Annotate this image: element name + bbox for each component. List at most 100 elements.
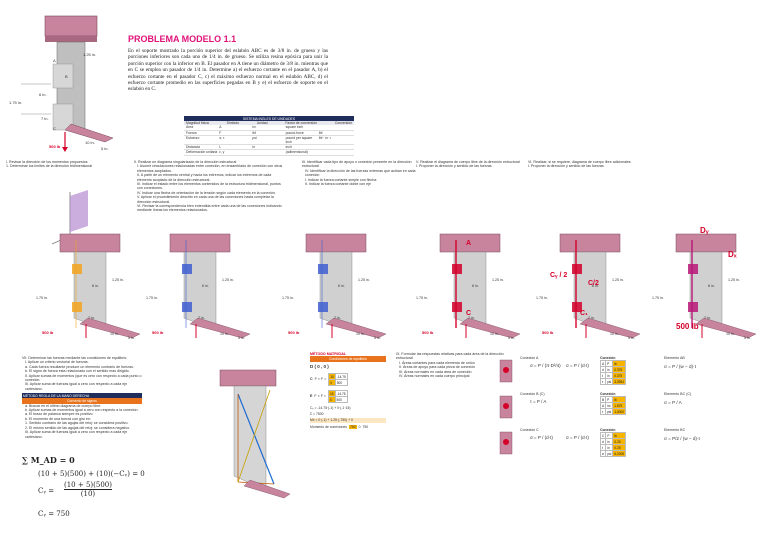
step-2: II. Realizar un diagrama singularizado d… xyxy=(134,160,283,213)
units-cell: Distancia xyxy=(186,145,200,150)
block-label: Conexión A xyxy=(520,356,539,360)
units-cell: lbf xyxy=(252,130,256,135)
units-cell: pound-force xyxy=(285,130,304,135)
dim-5: 5 in. xyxy=(101,146,109,151)
method-header: MÉTODO REGLA DE LA MANO DERECHA xyxy=(22,393,142,399)
step-line: II. Aplicar sumas de momentos (que es ce… xyxy=(25,373,142,383)
step-1: I. Revisar la dirección de los momentos … xyxy=(6,160,93,169)
frame-dim-label: 1.75 in. xyxy=(652,296,664,300)
frame-dim-label: 10 in. xyxy=(220,332,229,336)
matrix-title: MÉTODO MATRICIAL xyxy=(310,352,347,356)
dim-1-25: 1.25 in. xyxy=(83,52,97,57)
block-label: Conexión B (C) xyxy=(520,392,545,396)
frame-dim-label: 1.25 in. xyxy=(222,278,234,282)
units-cell xyxy=(319,150,352,154)
step-line: a. El brazo de palanca siempre es positi… xyxy=(25,412,94,417)
connection-illustration xyxy=(499,359,513,383)
step-7: VII. Determinar las fuerzas mediante las… xyxy=(22,356,142,439)
frame-dim-label: 5 in. xyxy=(628,336,635,340)
step-line: II. Indicar la fuerza cortante doble con… xyxy=(305,182,371,187)
step-line: V. Aplicar el procedimiento descrito en … xyxy=(137,195,274,204)
frame-dim-label: 1.25 in. xyxy=(492,278,504,282)
frame-dim-label: 1.75 in. xyxy=(536,296,548,300)
frame-dim-label: 5 in. xyxy=(238,336,245,340)
frame-dim-label: 5 in. xyxy=(128,336,135,340)
units-cell: in xyxy=(252,145,256,150)
frame-dim-label: 10 in. xyxy=(726,332,735,336)
frame-dim-label: 10 in. xyxy=(110,332,119,336)
block-formula-1: σ = P / (π·D²/4) xyxy=(530,363,561,368)
frame-dim-label: 10 in. xyxy=(490,332,499,336)
frame-figure-3 xyxy=(305,233,387,339)
frame-dim-label: 10 in. xyxy=(356,332,365,336)
units-cell: lbf · in⁻² xyxy=(318,135,331,140)
label-c2-left: Cᵧ / 2 xyxy=(550,272,568,279)
dim-6: 6 in. xyxy=(39,92,47,97)
matrix-cvec: Cᵧ = -14.75·(-1) + 0·(-1·15) xyxy=(310,406,351,411)
problem-title: PROBLEMA MODELO 1.1 xyxy=(128,34,237,44)
label-c-red: C xyxy=(466,310,472,317)
step-line: III. Indicar el estado entre los element… xyxy=(137,182,281,191)
connection-illustration xyxy=(499,395,513,419)
frame-figure-5 xyxy=(559,233,641,339)
step-line: IV. Áreas normales en cada cuerpo princi… xyxy=(399,374,470,379)
frame-load-label: 500 lb xyxy=(42,330,54,335)
frame-dim-label: 6 in. xyxy=(202,284,209,288)
frame-dim-label: 1.25 in. xyxy=(728,278,740,282)
frame-dim-label: 1.75 in. xyxy=(36,296,48,300)
frame-dim-label: 1.25 in. xyxy=(612,278,624,282)
dim-7: 7 in. xyxy=(41,116,49,121)
frame-figure-1 xyxy=(59,233,141,339)
label-dx: Dₓ xyxy=(728,250,737,259)
label-c1: C₁ xyxy=(580,310,588,317)
units-cell: Esfuerzo xyxy=(186,135,200,140)
units-cell: pound per square inch xyxy=(285,135,313,145)
units-cell: square inch xyxy=(285,125,304,130)
frame-dim-label: 5 in. xyxy=(374,336,381,340)
frame-dim-label: 1.75 in. xyxy=(282,296,294,300)
frame-dim-label: 5 in. xyxy=(744,336,751,340)
equation-sum: ∑ M_AD = 0 xyxy=(22,455,75,465)
step-line: b. El signo de fuerza esta relacionado c… xyxy=(25,369,130,374)
units-cell: inch xyxy=(285,145,292,150)
units-cell: A xyxy=(219,125,222,130)
force-diagram xyxy=(219,369,291,499)
units-cell: F xyxy=(219,130,222,135)
matrix-res-row: Momento de conexiones 750 0 750 xyxy=(310,424,369,429)
units-cell: (adimensional) xyxy=(285,150,308,155)
step-line: I. Indicar la fuerza cortante simple con… xyxy=(305,177,377,182)
element-title: Elemento BC (C) xyxy=(664,392,692,396)
dim-1-75: 1.75 in. xyxy=(9,100,23,105)
frame-dim-label: 6 in. xyxy=(338,284,345,288)
element-formula: σ = P / (w − d)·t xyxy=(664,364,696,369)
step-line: 1. Sentido contrario de las agujas del r… xyxy=(25,421,129,426)
element-title: Elemento BC xyxy=(664,428,686,432)
block-formula-1: σ = P / (d·t) xyxy=(530,435,553,440)
step-line: I. Aplicar un criterio vectorial de fuer… xyxy=(25,360,89,365)
frame-dim-label: 6 in. xyxy=(472,284,479,288)
label-dy: Dᵧ xyxy=(700,226,709,235)
matrix-res1: Σ = 7500 xyxy=(310,412,324,417)
units-table: SISTEMA INGLES DE UNIDADES Magnitud físi… xyxy=(184,116,354,156)
dim-10: 10 in. xyxy=(85,140,95,145)
units-table-header: SISTEMA INGLES DE UNIDADES xyxy=(184,116,354,122)
matrix-method: MÉTODO MATRICIAL Condiciones de equilibr… xyxy=(310,352,386,429)
block-label: Conexión C xyxy=(520,428,539,432)
step-line: 2. El mismo sentido de las agujas del re… xyxy=(25,425,131,430)
element-formula: σ = P/2 / (w − d)·t xyxy=(664,436,700,441)
matrix-row-label: D ( 0 , 0 ) xyxy=(310,363,329,369)
step-line: I. Asumir vinculaciones relacionadas ent… xyxy=(137,164,283,173)
step-9: IX. Formular las respuestas relativas pa… xyxy=(396,352,516,378)
units-cell: lbf xyxy=(318,130,323,135)
